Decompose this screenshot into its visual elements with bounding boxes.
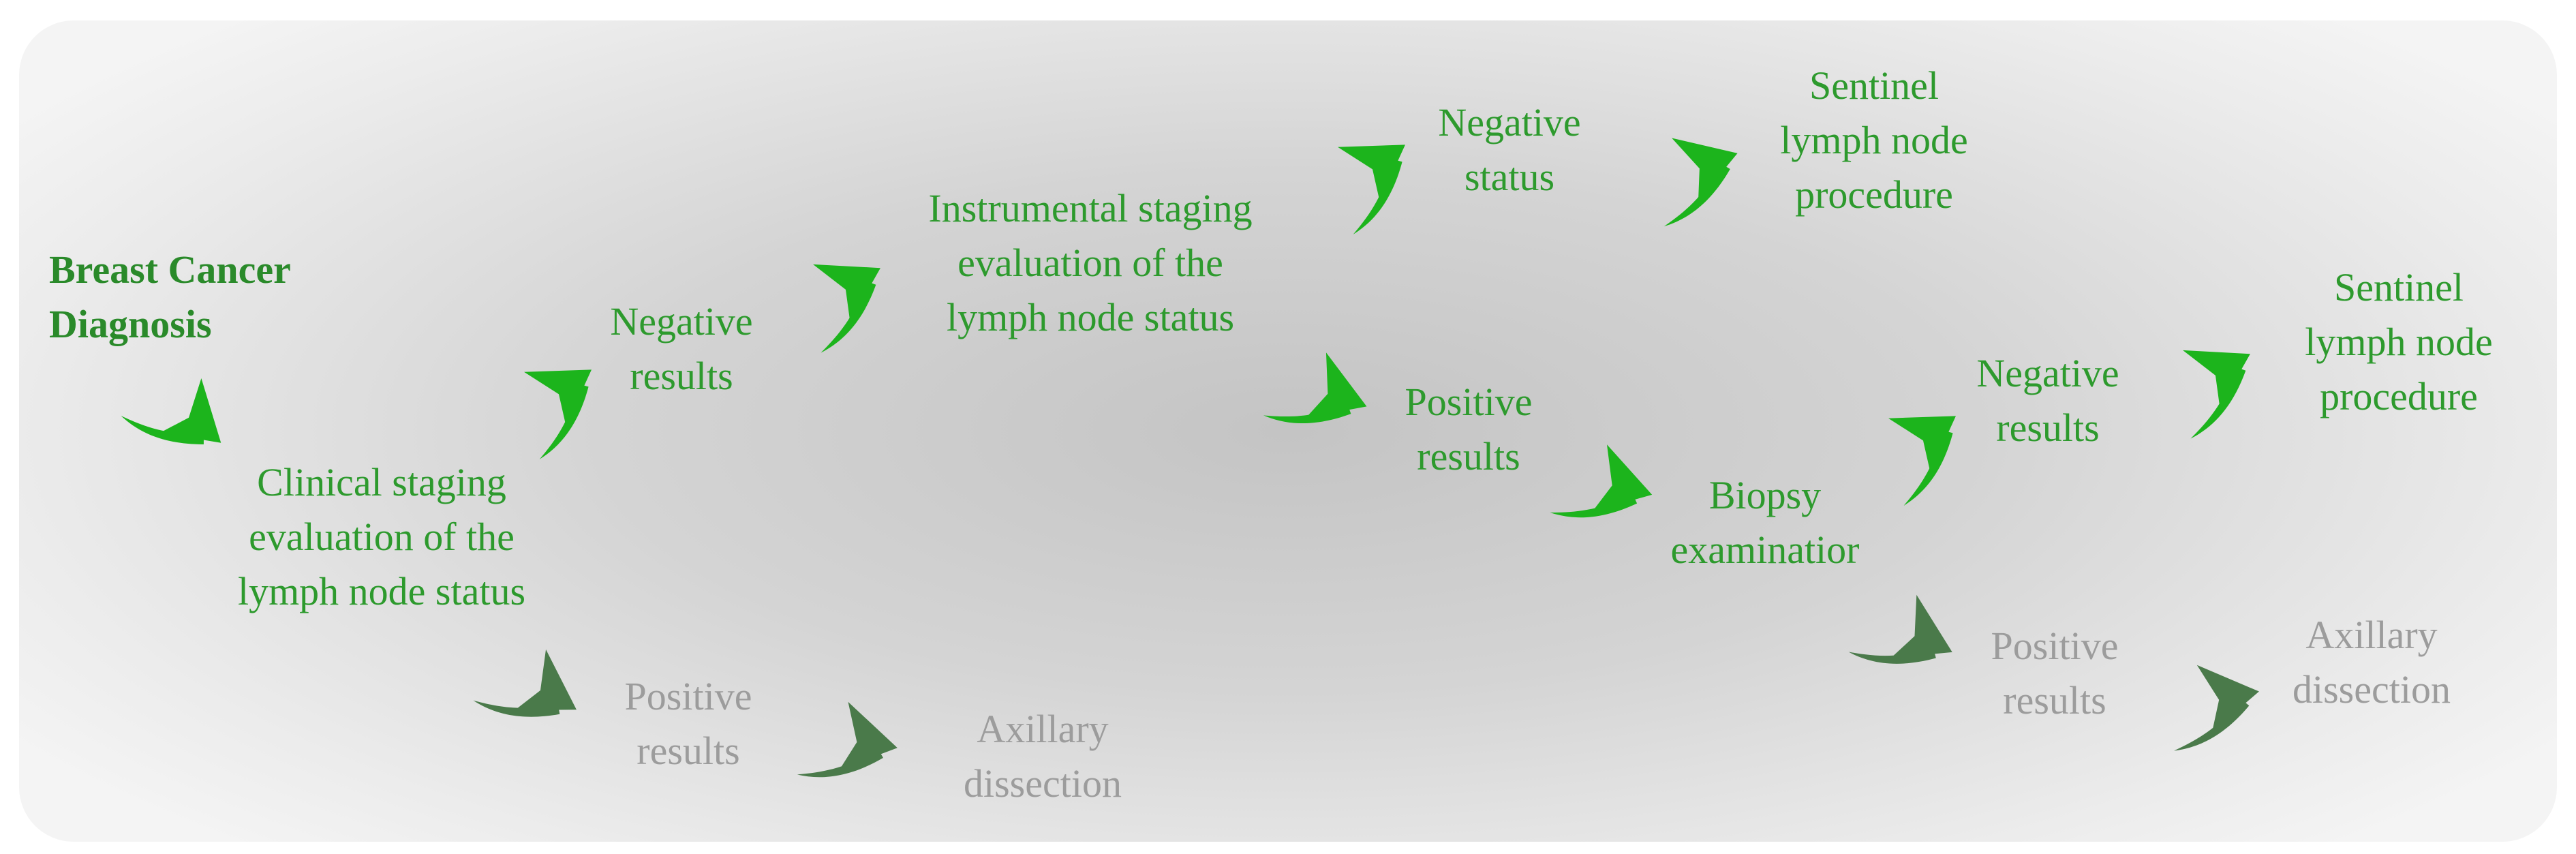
negative-results-3-label: Negative results: [1976, 351, 2119, 450]
instrumental-staging-label: Instrumental staging evaluation of the l…: [928, 186, 1253, 339]
positive-results-3-label: Positive results: [1991, 624, 2119, 722]
arrow-negative-to-sentinel-icon: [2150, 322, 2273, 439]
axillary-dissection-2-label: Axillary dissection: [2293, 613, 2451, 712]
sentinel-procedure-1-label: Sentinel lymph node procedure: [1780, 63, 1968, 217]
positive-results-1-label: Positive results: [624, 674, 752, 773]
negative-status-label: Negative status: [1438, 100, 1581, 199]
arrow-positive-to-axillary2-icon: [2160, 655, 2267, 751]
negative-results-1-label: Negative results: [610, 299, 753, 398]
arrow-clinical-to-positive-icon: [473, 630, 595, 748]
arrow-negstatus-to-sentinel-icon: [1636, 119, 1753, 227]
axillary-dissection-1-label: Axillary dissection: [964, 707, 1122, 806]
biopsy-examination-label: Biopsy examinatior: [1670, 473, 1860, 572]
positive-results-2-label: Positive results: [1405, 380, 1533, 478]
sentinel-procedure-2-label: Sentinel lymph node procedure: [2305, 265, 2493, 418]
arrow-positive-to-axillary-icon: [797, 695, 904, 791]
clinical-staging-label: Clinical staging evaluation of the lymph…: [237, 460, 526, 613]
diagram-background: [19, 20, 2557, 842]
arrow-instrumental-to-positive-icon: [1263, 339, 1379, 448]
breast-cancer-diagnosis-label: Breast Cancer Diagnosis: [49, 247, 291, 346]
arrow-biopsy-to-positive-icon: [1848, 579, 1968, 692]
